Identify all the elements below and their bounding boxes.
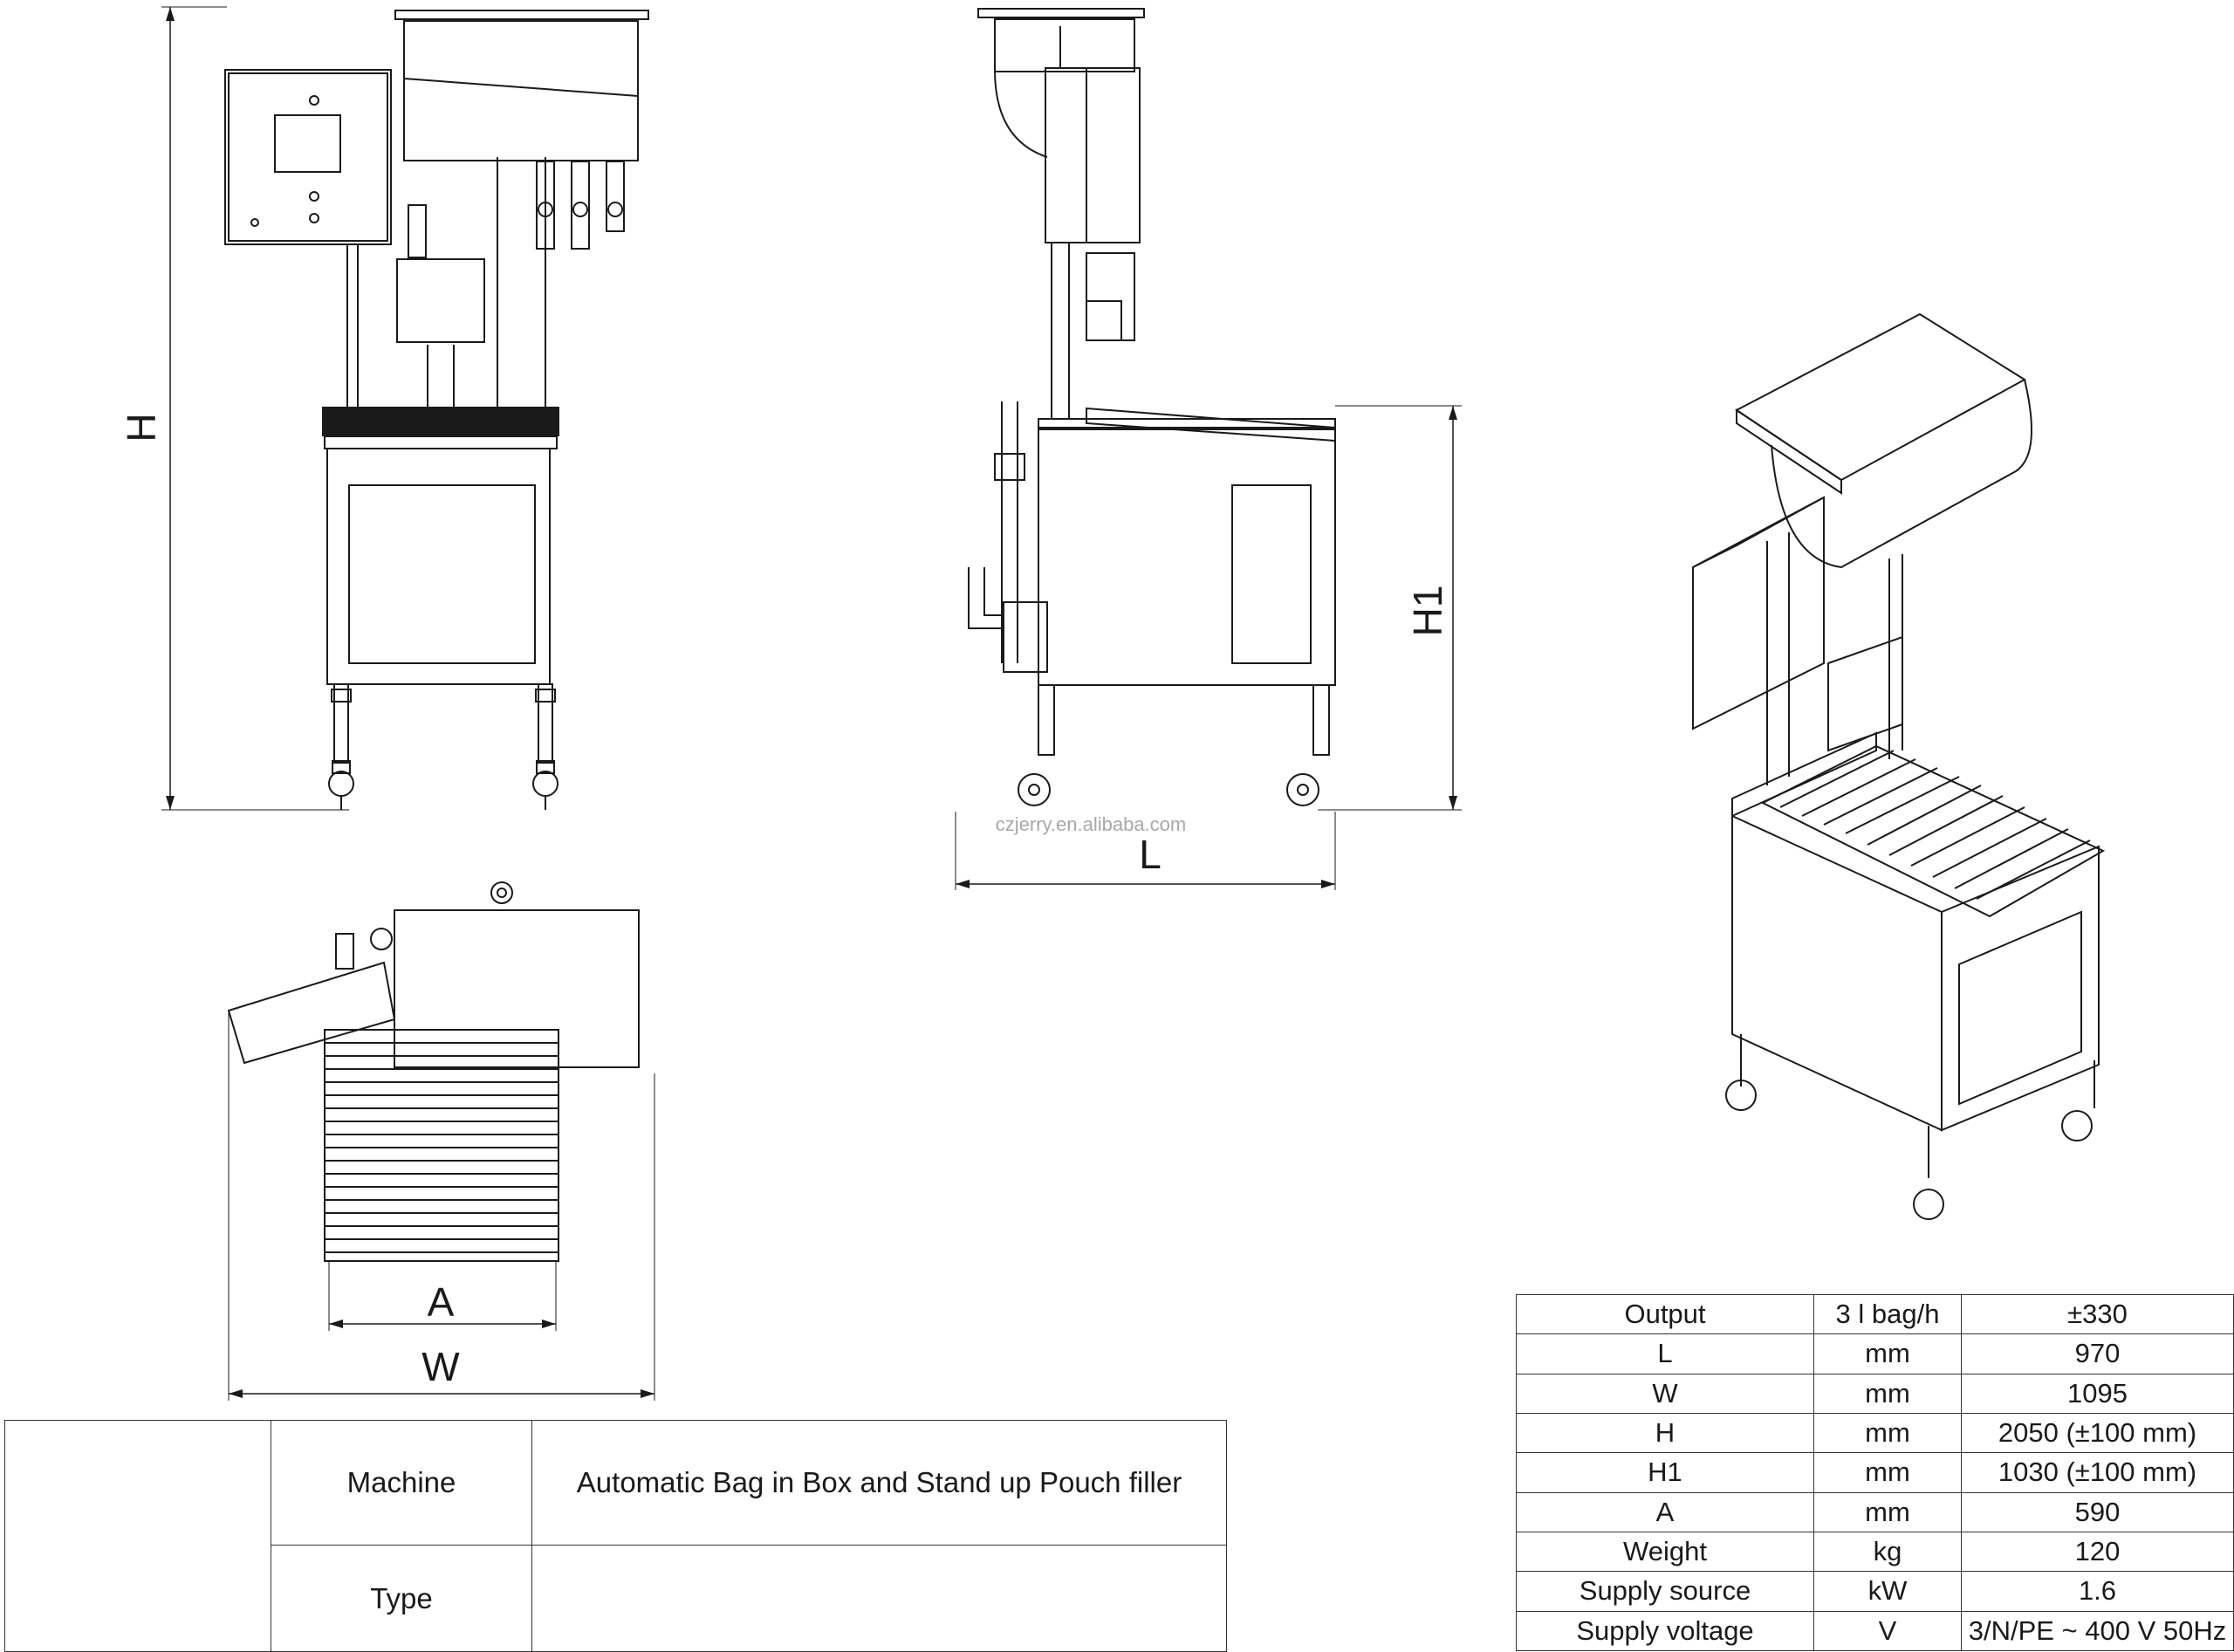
spec-unit: mm bbox=[1813, 1452, 1962, 1493]
type-value bbox=[531, 1545, 1227, 1652]
spec-param: L bbox=[1516, 1333, 1814, 1374]
watermark-text: czjerry.en.alibaba.com bbox=[996, 813, 1186, 835]
spec-value: 2050 (±100 mm) bbox=[1961, 1412, 2234, 1454]
side-view bbox=[955, 8, 1462, 890]
title-row-type: Type bbox=[5, 1545, 1227, 1652]
spec-value: 1030 (±100 mm) bbox=[1961, 1452, 2234, 1493]
spec-value: 1095 bbox=[1961, 1373, 2234, 1414]
spec-param: Weight bbox=[1516, 1531, 1814, 1573]
dim-label-l: L bbox=[1139, 832, 1162, 877]
front-view bbox=[161, 6, 649, 811]
spec-param: W bbox=[1516, 1373, 1814, 1414]
title-block-table: Machine Automatic Bag in Box and Stand u… bbox=[4, 1420, 1227, 1652]
spec-param: Supply voltage bbox=[1516, 1610, 1814, 1652]
spec-value: 1.6 bbox=[1961, 1571, 2234, 1612]
top-view bbox=[227, 881, 655, 1401]
spec-unit: 3 l bag/h bbox=[1813, 1293, 1962, 1335]
spec-unit: mm bbox=[1813, 1373, 1962, 1414]
spec-value: ±330 bbox=[1961, 1293, 2234, 1335]
spec-param: A bbox=[1516, 1491, 1814, 1532]
spec-unit: kW bbox=[1813, 1571, 1962, 1612]
dim-label-a: A bbox=[428, 1279, 455, 1325]
spec-unit: kg bbox=[1813, 1531, 1962, 1573]
spec-param: Output bbox=[1516, 1293, 1814, 1335]
spec-param: Supply source bbox=[1516, 1571, 1814, 1612]
spec-unit: mm bbox=[1813, 1491, 1962, 1532]
spec-value: 590 bbox=[1961, 1491, 2234, 1532]
type-label: Type bbox=[271, 1545, 532, 1652]
dim-label-h: H bbox=[119, 413, 164, 442]
title-row-machine: Machine Automatic Bag in Box and Stand u… bbox=[4, 1420, 1227, 1652]
spec-unit: V bbox=[1813, 1610, 1962, 1652]
machine-label: Machine bbox=[271, 1420, 532, 1546]
spec-value: 120 bbox=[1961, 1531, 2234, 1573]
title-block-blank-cell bbox=[4, 1420, 271, 1652]
dim-label-w: W bbox=[421, 1344, 460, 1389]
spec-param: H bbox=[1516, 1412, 1814, 1454]
dim-label-h1: H1 bbox=[1405, 586, 1450, 637]
spec-unit: mm bbox=[1813, 1333, 1962, 1374]
spec-value: 970 bbox=[1961, 1333, 2234, 1374]
isometric-view bbox=[1692, 312, 2106, 1220]
spec-param: H1 bbox=[1516, 1452, 1814, 1493]
spec-value: 3/N/PE ~ 400 V 50Hz bbox=[1961, 1610, 2234, 1652]
spec-unit: mm bbox=[1813, 1412, 1962, 1454]
machine-value: Automatic Bag in Box and Stand up Pouch … bbox=[531, 1420, 1227, 1546]
